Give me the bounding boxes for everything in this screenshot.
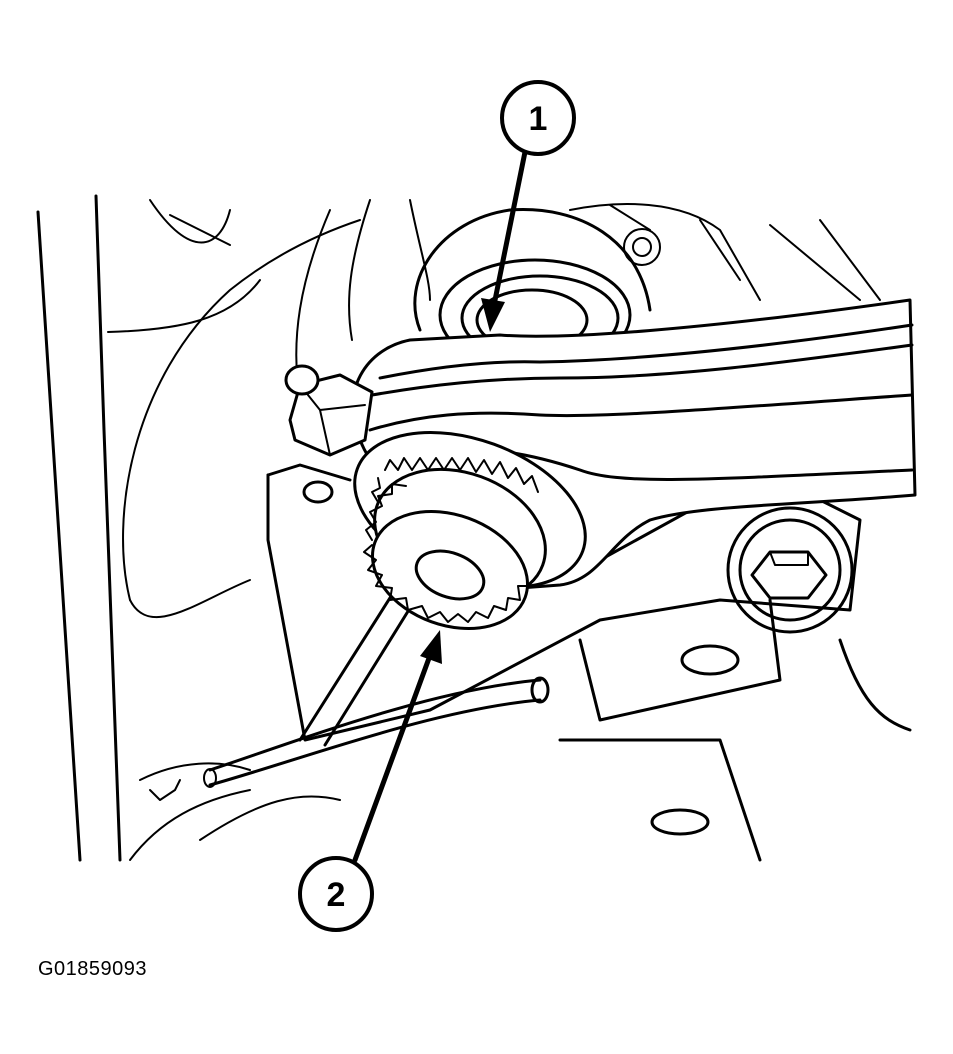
knurled-adjuster	[353, 430, 587, 630]
callout-1: 1	[481, 80, 576, 332]
background-housing	[107, 199, 881, 861]
rods	[149, 588, 550, 801]
callout-2: 2	[298, 630, 442, 932]
lock-nut	[284, 364, 374, 457]
callout-2-arrowhead	[420, 630, 442, 664]
hex-bolt	[726, 506, 854, 634]
figure-id-label: G01859093	[38, 958, 148, 980]
callout-2-circle	[298, 856, 374, 932]
callout-1-label: 1	[529, 100, 548, 138]
callout-1-circle	[500, 80, 576, 156]
callout-2-label: 2	[327, 876, 346, 914]
callout-1-arrowhead	[481, 298, 505, 332]
left-frame-edge	[36, 194, 122, 862]
